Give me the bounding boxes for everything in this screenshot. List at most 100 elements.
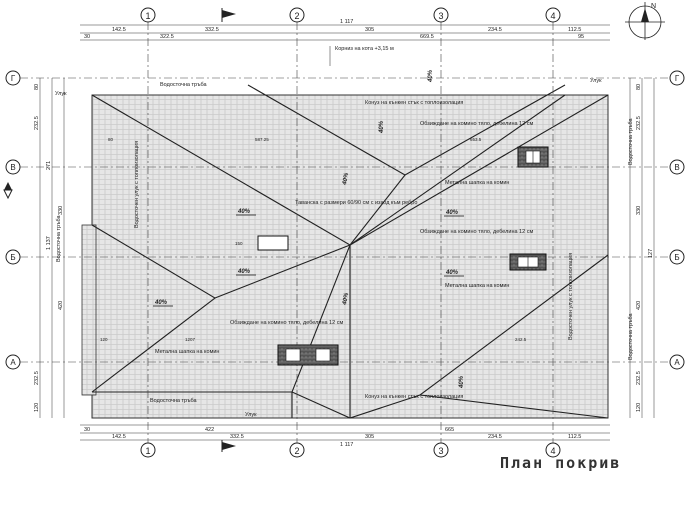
svg-text:330: 330 [636,206,642,215]
direction-flag-left-icon [3,182,13,200]
svg-text:332.5: 332.5 [230,434,244,440]
svg-text:Метална шапка на комин: Метална шапка на комин [155,349,219,355]
dimension-labels-left: 80 232.5 271 330 1 137 420 232.5 120 [34,84,64,412]
skylight-icon [257,235,289,251]
svg-text:234.5: 234.5 [488,434,502,440]
svg-text:40%: 40% [379,120,385,134]
axis-bubble-2: 2 [289,7,305,23]
svg-text:120: 120 [34,403,40,412]
svg-text:3: 3 [438,11,443,21]
dimension-lines-top [39,24,655,441]
svg-text:40%: 40% [428,69,434,83]
svg-text:80: 80 [108,137,114,142]
svg-text:40%: 40% [445,270,459,276]
svg-text:Обзиждане на комино тяло, дебе: Обзиждане на комино тяло, дебелина 12 см [420,121,533,127]
svg-text:420: 420 [636,301,642,310]
axis-bubble-1-bottom: 1 [140,442,156,458]
svg-text:305: 305 [365,27,374,33]
svg-text:150: 150 [235,241,243,246]
svg-text:232.5: 232.5 [636,116,642,130]
svg-text:Г: Г [675,74,680,83]
inner-dimensions: 587.25 653.5 120 150 1207 242.5 80 [100,137,527,342]
axis-bubble-b-right: Б [669,249,685,265]
axis-bubbles: 1 2 3 4 1 2 3 4 Г В Б А Г В Б А [5,7,685,458]
svg-text:В: В [10,163,15,172]
axis-bubble-g-left: Г [5,70,21,86]
svg-text:Корниз на кота +3,15 м: Корниз на кота +3,15 м [335,46,394,52]
svg-text:Водосточна тръба: Водосточна тръба [628,117,634,165]
svg-text:665: 665 [445,427,454,433]
svg-text:112.5: 112.5 [568,27,581,33]
svg-text:1 117: 1 117 [340,442,353,448]
svg-text:234.5: 234.5 [488,27,502,33]
svg-text:40%: 40% [342,172,350,187]
svg-text:322.5: 322.5 [160,34,174,40]
svg-text:653.5: 653.5 [470,137,482,142]
svg-text:422: 422 [205,427,214,433]
axis-bubble-b-left: Б [5,249,21,265]
svg-text:40%: 40% [237,269,251,275]
svg-text:Улук: Улук [245,412,257,418]
svg-text:40%: 40% [237,209,251,215]
svg-text:3: 3 [438,446,443,456]
svg-text:А: А [10,358,16,367]
axis-bubble-v-left: В [5,159,21,175]
svg-text:Г: Г [11,74,16,83]
svg-text:305: 305 [365,434,374,440]
svg-text:232.5: 232.5 [34,371,40,385]
chimney-1-icon [517,146,549,168]
svg-text:242.5: 242.5 [515,337,527,342]
svg-text:1: 1 [145,446,150,456]
svg-text:1207: 1207 [185,337,196,342]
svg-text:Конуз на кънкен стък с топлоиз: Конуз на кънкен стък с топлоизолация [365,394,463,400]
svg-text:142.5: 142.5 [112,27,126,33]
axis-bubble-g-right: Г [669,70,685,86]
svg-text:Метална шапка на комин: Метална шапка на комин [445,180,509,186]
svg-text:Улук: Улук [590,78,602,84]
svg-text:30: 30 [84,34,90,40]
axis-bubble-2-bottom: 2 [289,442,305,458]
svg-text:120: 120 [636,403,642,412]
direction-flag-top-icon [221,8,236,22]
svg-text:N: N [651,3,656,10]
svg-text:В: В [674,163,679,172]
svg-text:669.5: 669.5 [420,34,434,40]
svg-text:80: 80 [34,84,40,90]
dimension-labels-top: 1 117 142.5 332.5 305 234.5 112.5 30 322… [84,19,584,40]
axis-bubble-a-left: А [5,354,21,370]
north-arrow-icon: N [625,2,665,40]
svg-text:120: 120 [100,337,108,342]
svg-text:Улук: Улук [55,91,67,97]
svg-text:Б: Б [10,253,15,262]
svg-text:Водосточен улук с топлоизолаци: Водосточен улук с топлоизолация [134,141,140,228]
slope-arrows [153,214,464,307]
svg-text:А: А [674,358,680,367]
svg-text:Метална шапка на комин: Метална шапка на комин [445,283,509,289]
svg-text:Водосточна тръба: Водосточна тръба [150,398,198,404]
axis-bubble-a-right: А [669,354,685,370]
svg-text:1 137: 1 137 [46,236,52,250]
dimension-labels-bottom: 30 142.5 422 332.5 305 234.5 112.5 665 1… [84,427,581,448]
svg-text:80: 80 [636,84,642,90]
axis-bubble-4-bottom: 4 [545,442,561,458]
axis-bubble-3: 3 [433,7,449,23]
svg-text:232.5: 232.5 [34,116,40,130]
svg-text:420: 420 [58,301,64,310]
roof-ridges [91,84,609,419]
svg-text:Б: Б [674,253,679,262]
vertical-notes: Водосточна тръба Водосточна тръба Водост… [56,117,634,360]
svg-text:4: 4 [550,446,555,456]
svg-text:40%: 40% [459,375,465,389]
svg-text:Обзиждане на комино тяло, дебе: Обзиждане на комино тяло, дебелина 12 см [420,229,533,235]
svg-text:1: 1 [145,11,150,21]
axis-bubble-3-bottom: 3 [433,442,449,458]
svg-text:Таванска с размери 60/90 см с: Таванска с размери 60/90 см с изход към … [295,200,417,206]
axis-bubble-4: 4 [545,7,561,23]
svg-text:112.5: 112.5 [568,434,581,440]
svg-text:330: 330 [58,206,64,215]
svg-text:271: 271 [46,161,52,170]
svg-text:Водосточна тръба: Водосточна тръба [56,214,62,262]
axis-bubble-v-right: В [669,159,685,175]
svg-text:127: 127 [648,249,654,258]
